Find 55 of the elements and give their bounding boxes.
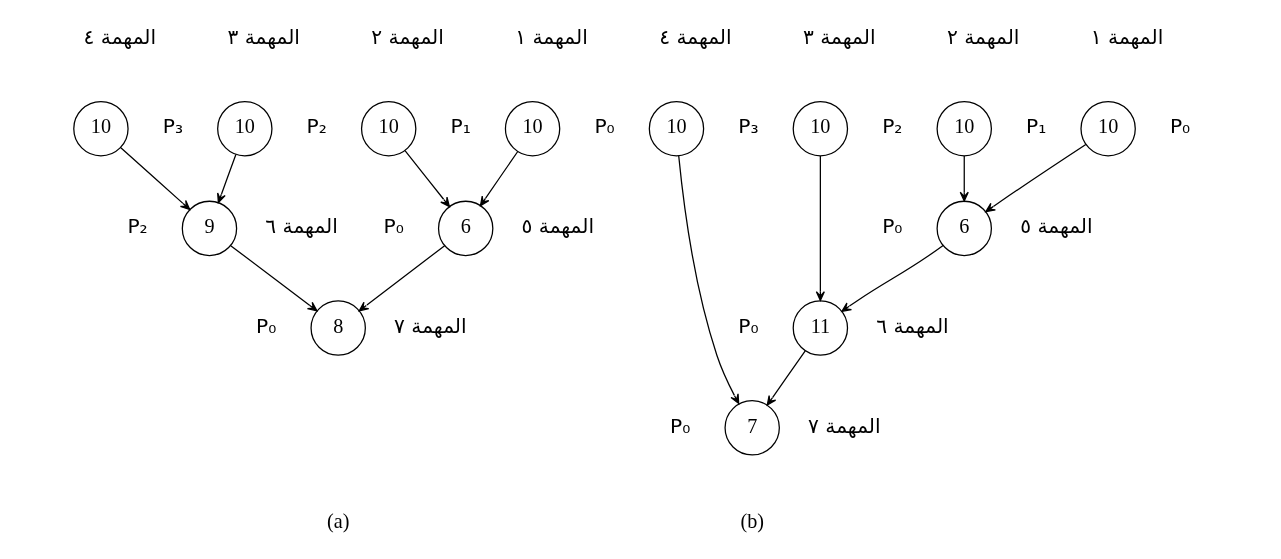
node-label: P₀ — [882, 214, 903, 239]
node-label: P₂ — [882, 114, 903, 139]
arrow — [230, 245, 318, 312]
arrow — [358, 245, 446, 312]
node-label: المهمة ٥ — [1020, 214, 1093, 239]
node-label: المهمة ٥ — [521, 214, 595, 239]
node-circle: 6 — [437, 200, 494, 257]
node-label: P₂ — [127, 214, 148, 239]
node-circle: 10 — [1080, 100, 1136, 157]
arrow — [959, 155, 969, 202]
node-circle: 6 — [936, 200, 992, 257]
arrow — [985, 143, 1087, 213]
node-label: المهمة ٤ — [83, 25, 157, 50]
label: (b) — [740, 509, 764, 532]
arrow — [766, 350, 806, 406]
node-circle: 8 — [310, 300, 366, 356]
node-label: P₃ — [162, 114, 183, 139]
arrow — [120, 147, 191, 211]
node-circle: 10 — [360, 100, 417, 157]
node-circle: 7 — [724, 400, 780, 456]
node-label: P₀ — [256, 313, 277, 338]
arrow — [217, 153, 237, 204]
node-label: المهمة ٦ — [265, 214, 338, 239]
arrow — [678, 155, 740, 405]
node-label: P₀ — [670, 413, 691, 438]
node-label: المهمة ٤ — [659, 25, 732, 50]
node-label: P₀ — [1169, 114, 1191, 139]
node-circle: 10 — [73, 100, 129, 157]
node-circle: 10 — [792, 100, 849, 157]
arrow — [815, 155, 825, 302]
arrow — [404, 149, 450, 208]
node-label: P₀ — [383, 214, 404, 239]
node-label: المهمة ١ — [515, 25, 588, 50]
node-label: المهمة ٣ — [803, 25, 876, 50]
node-circle: 10 — [648, 100, 705, 157]
node-label: المهمة ٧ — [394, 313, 467, 338]
node-circle: 10 — [217, 100, 273, 157]
node-label: P₀ — [738, 313, 759, 338]
node-label: P₁ — [450, 114, 471, 139]
node-label: P₂ — [306, 114, 327, 139]
arrow — [479, 150, 519, 207]
node-label: المهمة ٢ — [371, 25, 444, 50]
node-circle: 10 — [936, 100, 992, 157]
node-label: المهمة ١ — [1090, 25, 1164, 50]
node-circle: 10 — [504, 100, 561, 157]
node-label: المهمة ٧ — [808, 413, 881, 438]
label: (a) — [327, 509, 350, 532]
node-label: P₀ — [594, 114, 615, 139]
node-label: المهمة ٦ — [876, 313, 949, 338]
node-circle: 11 — [792, 300, 849, 356]
node-label: P₃ — [738, 114, 759, 139]
node-label: P₁ — [1026, 114, 1047, 139]
node-label: المهمة ٢ — [946, 25, 1020, 50]
arrow — [841, 244, 944, 312]
node-label: المهمة ٣ — [227, 25, 300, 50]
